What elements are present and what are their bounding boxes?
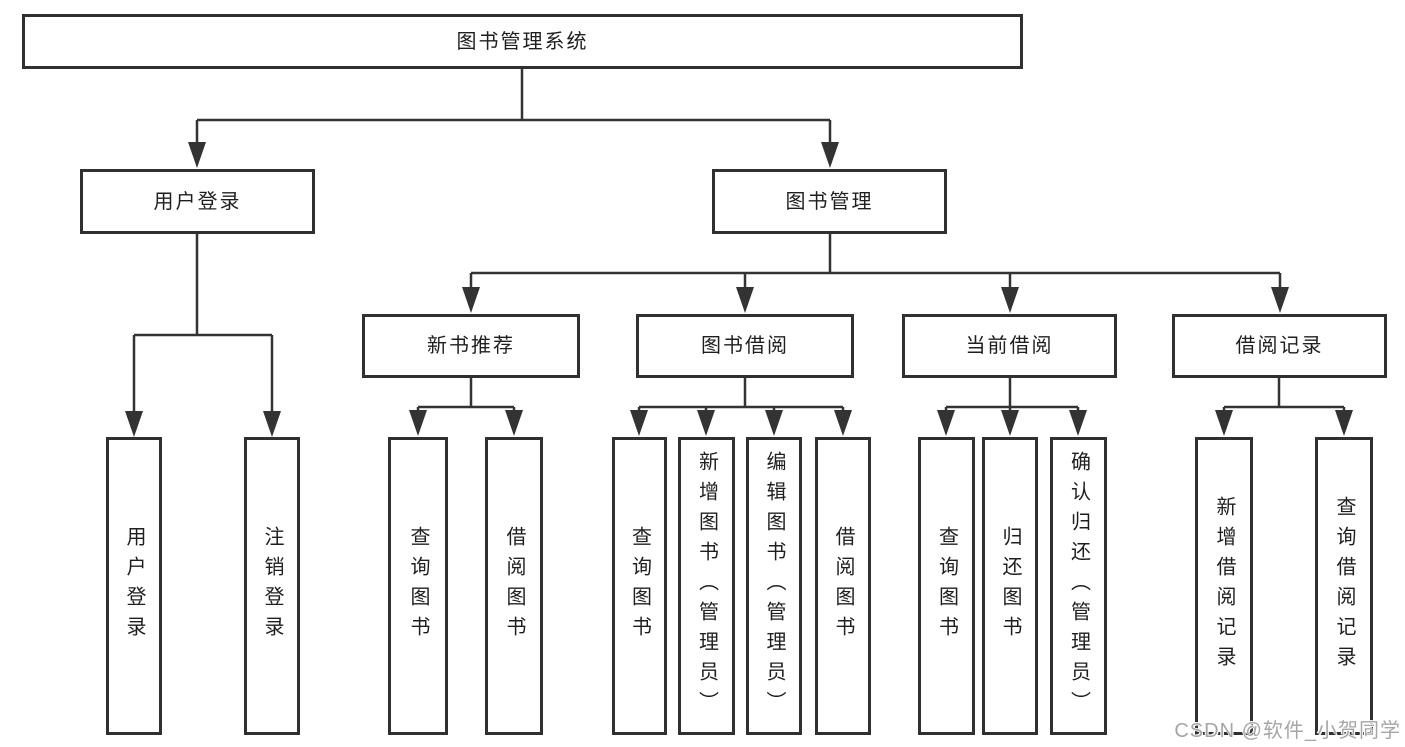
node-borrowing-records: 借阅记录 (1172, 314, 1387, 378)
leaf-borrow-books-recommend: 借阅图书 (485, 437, 543, 735)
node-label: 新增图书（管理员） (695, 451, 718, 721)
node-label: 用户登录 (123, 526, 145, 646)
node-label: 新增借阅记录 (1213, 496, 1235, 676)
leaf-add-borrow-record: 新增借阅记录 (1195, 437, 1253, 735)
node-book-management: 图书管理 (712, 169, 947, 234)
node-label: 查询借阅记录 (1333, 496, 1355, 676)
node-label: 借阅记录 (1235, 335, 1324, 357)
node-label: 查询图书 (628, 526, 651, 646)
node-label: 图书管理 (785, 190, 874, 213)
node-label: 用户登录 (153, 190, 242, 213)
leaf-borrow-books: 借阅图书 (815, 437, 871, 735)
leaf-query-books-borrow: 查询图书 (612, 437, 667, 735)
node-current-borrowing: 当前借阅 (902, 314, 1117, 378)
node-label: 确认归还（管理员） (1067, 451, 1090, 721)
node-label: 查询图书 (407, 526, 429, 646)
node-label: 借阅图书 (832, 526, 854, 646)
leaf-user-login: 用户登录 (106, 437, 162, 735)
leaf-query-books-recommend: 查询图书 (388, 437, 448, 735)
leaf-edit-books-admin: 编辑图书（管理员） (746, 437, 802, 735)
leaf-logout-login: 注销登录 (244, 437, 300, 735)
node-new-book-recommendation: 新书推荐 (362, 314, 580, 378)
node-label: 新书推荐 (427, 335, 515, 357)
csdn-watermark: CSDN @软件_小贺同学 (1174, 720, 1401, 742)
node-label: 编辑图书（管理员） (763, 451, 785, 721)
node-label: 归还图书 (999, 526, 1021, 646)
node-label: 图书管理系统 (456, 30, 589, 53)
node-book-borrowing: 图书借阅 (636, 314, 854, 378)
leaf-add-books-admin: 新增图书（管理员） (678, 437, 735, 735)
node-label: 图书借阅 (701, 335, 789, 357)
node-user-login: 用户登录 (80, 169, 315, 234)
node-label: 查询图书 (935, 526, 958, 646)
leaf-query-borrow-record: 查询借阅记录 (1315, 437, 1373, 735)
node-label: 注销登录 (261, 526, 283, 646)
leaf-confirm-return-admin: 确认归还（管理员） (1050, 437, 1107, 735)
arrowhead-icons (125, 142, 1353, 437)
node-label: 当前借阅 (965, 335, 1054, 357)
leaf-query-books-current: 查询图书 (918, 437, 975, 735)
leaf-return-books: 归还图书 (982, 437, 1038, 735)
node-label: 借阅图书 (503, 526, 525, 646)
node-library-management-system: 图书管理系统 (22, 14, 1023, 69)
